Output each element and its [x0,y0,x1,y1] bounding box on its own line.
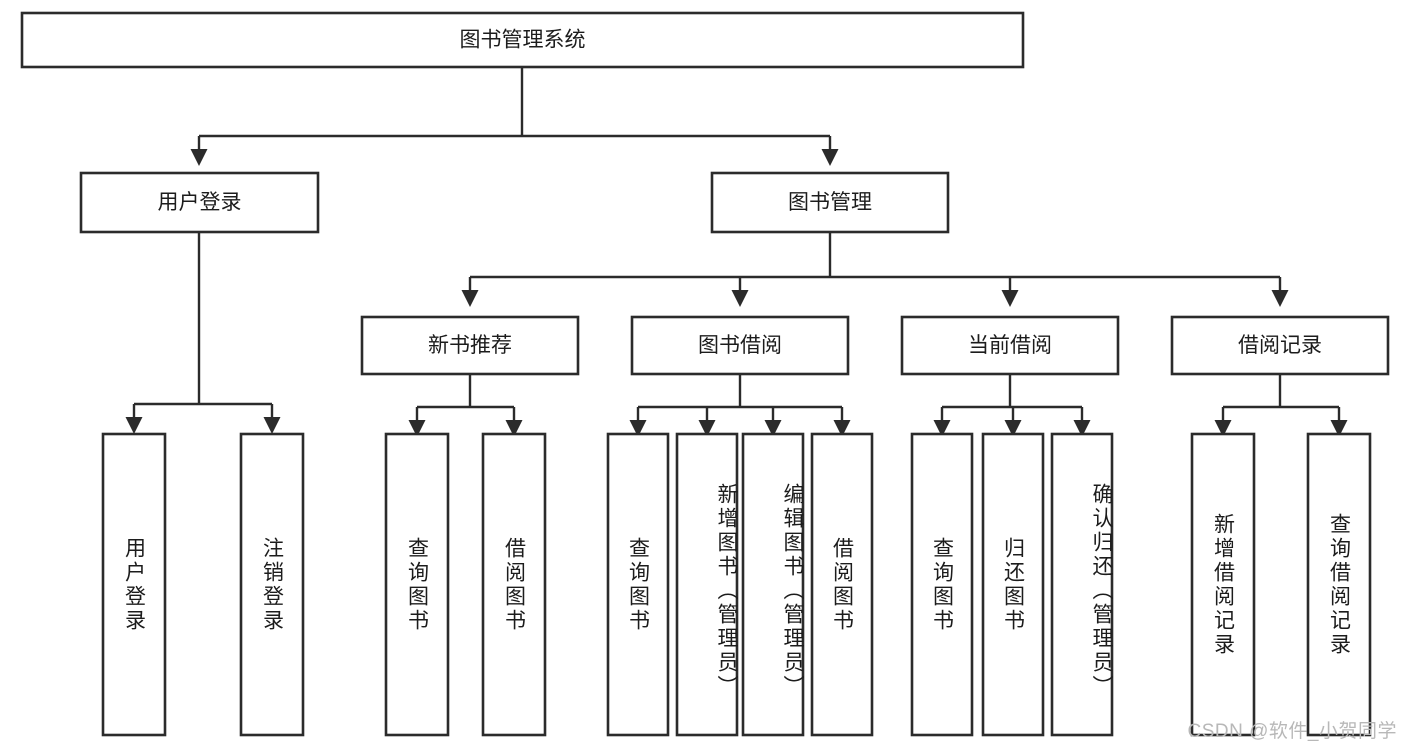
conn-bookmanage-level3-arrow-1 [731,290,749,307]
node-book-manage[interactable]: 图书管理 [710,171,950,234]
node-box-leaf-add-record[interactable] [1190,432,1256,737]
node-leaf-add-record[interactable] [1190,432,1256,737]
conn-currentborrow-leaves-arrow-1 [1004,420,1022,437]
node-leaf-confirm-return[interactable] [1050,432,1114,737]
conn-bookborrow-leaves-arrow-2 [764,420,782,437]
conn-root-level2-arrow-0 [190,149,208,166]
conn-userlogin-leaves-arrow-1 [263,417,281,434]
node-box-leaf-edit-book[interactable] [741,432,805,737]
node-leaf-return-book[interactable] [981,432,1045,737]
node-leaf-logout[interactable] [239,432,305,737]
conn-bookmanage-level3-arrow-0 [461,290,479,307]
node-leaf-add-book[interactable] [675,432,739,737]
node-box-book-borrow[interactable] [630,315,850,376]
conn-root-level2-arrow-1 [821,149,839,166]
node-box-borrow-record[interactable] [1170,315,1390,376]
node-label-book-manage: 图书管理 [788,191,872,214]
conn-bookborrow-leaves-arrow-0 [629,420,647,437]
node-leaf-query-book-rec[interactable] [384,432,450,737]
node-label-borrow-record: 借阅记录 [1238,334,1322,357]
watermark-text: CSDN @软件_小贺同学 [1187,721,1397,742]
node-user-login[interactable]: 用户登录 [79,171,320,234]
conn-currentborrow-leaves-arrow-0 [933,420,951,437]
conn-currentborrow-leaves-arrow-2 [1073,420,1091,437]
node-box-leaf-user-login[interactable] [101,432,167,737]
node-root[interactable]: 图书管理系统 [20,11,1025,69]
node-box-leaf-query-book-borrow[interactable] [606,432,670,737]
node-box-user-login[interactable] [79,171,320,234]
node-label-new-book-rec: 新书推荐 [428,334,512,357]
node-leaf-user-login[interactable] [101,432,167,737]
node-leaf-borrow-book-rec[interactable] [481,432,547,737]
node-leaf-edit-book[interactable] [741,432,805,737]
node-box-leaf-borrow-book-rec[interactable] [481,432,547,737]
node-box-leaf-query-book-cur[interactable] [910,432,974,737]
node-box-new-book-rec[interactable] [360,315,580,376]
node-leaf-query-book-borrow[interactable] [606,432,670,737]
node-label-book-borrow: 图书借阅 [698,334,782,357]
node-box-current-borrow[interactable] [900,315,1120,376]
node-box-leaf-query-record[interactable] [1306,432,1372,737]
conn-borrowrecord-leaves-arrow-1 [1330,420,1348,437]
conn-bookborrow-leaves-arrow-1 [698,420,716,437]
node-label-current-borrow: 当前借阅 [968,334,1052,357]
node-leaf-query-record[interactable] [1306,432,1372,737]
node-book-borrow[interactable]: 图书借阅 [630,315,850,376]
conn-bookborrow-leaves-arrow-3 [833,420,851,437]
node-box-leaf-borrow-book[interactable] [810,432,874,737]
node-box-leaf-query-book-rec[interactable] [384,432,450,737]
node-box-book-manage[interactable] [710,171,950,234]
node-leaf-query-book-cur[interactable] [910,432,974,737]
node-box-leaf-logout[interactable] [239,432,305,737]
node-label-user-login: 用户登录 [158,191,242,214]
node-borrow-record[interactable]: 借阅记录 [1170,315,1390,376]
node-label-root: 图书管理系统 [460,29,586,52]
node-box-root[interactable] [20,11,1025,69]
connector-layer [125,67,1348,437]
node-box-leaf-confirm-return[interactable] [1050,432,1114,737]
conn-bookmanage-level3-arrow-3 [1271,290,1289,307]
node-new-book-rec[interactable]: 新书推荐 [360,315,580,376]
conn-newbookrec-leaves-arrow-0 [408,420,426,437]
conn-bookmanage-level3-arrow-2 [1001,290,1019,307]
conn-borrowrecord-leaves-arrow-0 [1214,420,1232,437]
conn-newbookrec-leaves-arrow-1 [505,420,523,437]
node-box-leaf-add-book[interactable] [675,432,739,737]
node-current-borrow[interactable]: 当前借阅 [900,315,1120,376]
conn-userlogin-leaves-arrow-0 [125,417,143,434]
node-box-leaf-return-book[interactable] [981,432,1045,737]
node-leaf-borrow-book[interactable] [810,432,874,737]
